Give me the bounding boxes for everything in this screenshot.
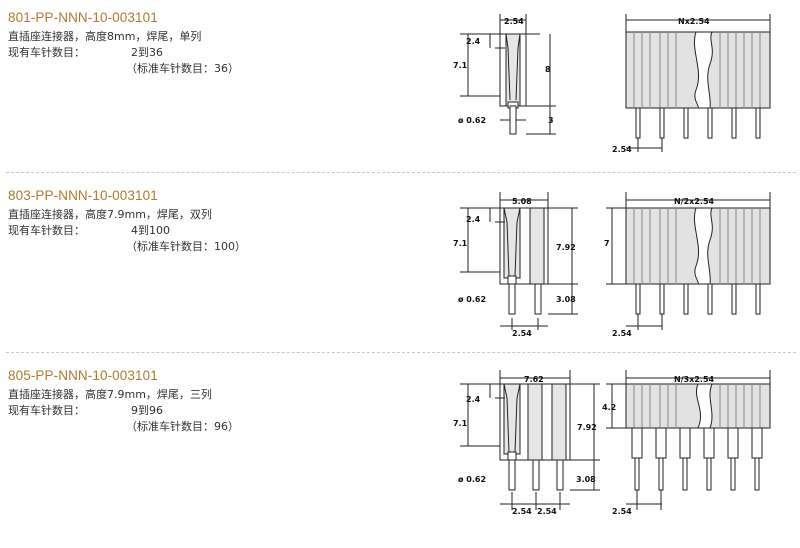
dim-width: 5.08 [512, 197, 532, 206]
dim-body: 7.1 [453, 61, 468, 70]
dim-tail: 3.08 [576, 475, 596, 484]
product-section-801: 801-PP-NNN-10-003101 直插座连接器，高度8mm，焊尾，单列 … [0, 0, 800, 176]
dim-count: Nx2.54 [678, 17, 710, 26]
dim-pitch: 2.54 [612, 145, 632, 154]
connector-drawing: 2.54 2.4 7.1 8 ø 0.62 3 [453, 14, 771, 154]
dim-count: N/3x2.54 [674, 375, 715, 384]
pins-range: 2到36 [131, 46, 163, 59]
side-view [460, 14, 556, 135]
part-number: 803-PP-NNN-10-003101 [8, 188, 158, 203]
front-view [606, 370, 771, 510]
dim-side-height: 7 [604, 239, 610, 248]
dim-row-pitch-a: 2.54 [512, 507, 532, 516]
product-section-803: 803-PP-NNN-10-003101 直插座连接器，高度7.9mm，焊尾，双… [0, 178, 800, 354]
front-view [625, 14, 771, 152]
dim-side-height: 4.2 [602, 403, 616, 412]
dim-row-pitch: 2.54 [512, 329, 532, 338]
part-number: 805-PP-NNN-10-003101 [8, 368, 158, 383]
dim-pin-dia: ø 0.62 [458, 475, 486, 484]
product-description: 直插座连接器，高度7.9mm，焊尾，双列 [8, 208, 212, 221]
pins-standard: （标准车针数目：96） [126, 420, 239, 433]
pins-label: 现有车针数目： [8, 46, 85, 59]
dim-tail: 3 [548, 116, 554, 125]
product-description: 直插座连接器，高度7.9mm，焊尾，三列 [8, 388, 212, 401]
dim-pitch: 2.54 [612, 507, 632, 516]
dim-pin-dia: ø 0.62 [458, 116, 486, 125]
connector-drawing: 5.08 2.4 7.1 7.92 ø 0.62 3.08 2.54 [453, 192, 771, 338]
dim-width: 7.62 [524, 375, 544, 384]
side-view [460, 192, 578, 330]
pins-range: 9到96 [131, 404, 163, 417]
dim-height: 7.92 [556, 243, 576, 252]
dim-pin-dia: ø 0.62 [458, 295, 486, 304]
dim-row-pitch-b: 2.54 [537, 507, 557, 516]
dim-body: 7.1 [453, 419, 468, 428]
side-view [460, 370, 600, 510]
connector-drawing: 7.62 2.4 7.1 7.92 ø 0.62 3.08 2.54 2.54 [453, 370, 771, 516]
product-description: 直插座连接器，高度8mm，焊尾，单列 [8, 30, 202, 43]
pins-standard: （标准车针数目：36） [126, 62, 239, 75]
dim-height: 7.92 [577, 423, 597, 432]
dim-tail: 3.08 [556, 295, 576, 304]
front-view [606, 192, 771, 330]
dim-pitch: 2.54 [612, 329, 632, 338]
pins-label: 现有车针数目： [8, 404, 85, 417]
dim-height: 8 [545, 65, 551, 74]
pins-standard: （标准车针数目：100） [126, 240, 246, 253]
part-number: 801-PP-NNN-10-003101 [8, 10, 158, 25]
section-divider [6, 352, 796, 353]
dim-entry: 2.4 [466, 215, 481, 224]
dim-body: 7.1 [453, 239, 468, 248]
pins-range: 4到100 [131, 224, 170, 237]
dim-count: N/2x2.54 [674, 197, 715, 206]
dim-width: 2.54 [504, 17, 524, 26]
pins-label: 现有车针数目： [8, 224, 85, 237]
section-divider [6, 172, 796, 173]
dim-entry: 2.4 [466, 395, 481, 404]
dim-entry: 2.4 [466, 37, 481, 46]
product-section-805: 805-PP-NNN-10-003101 直插座连接器，高度7.9mm，焊尾，三… [0, 358, 800, 534]
